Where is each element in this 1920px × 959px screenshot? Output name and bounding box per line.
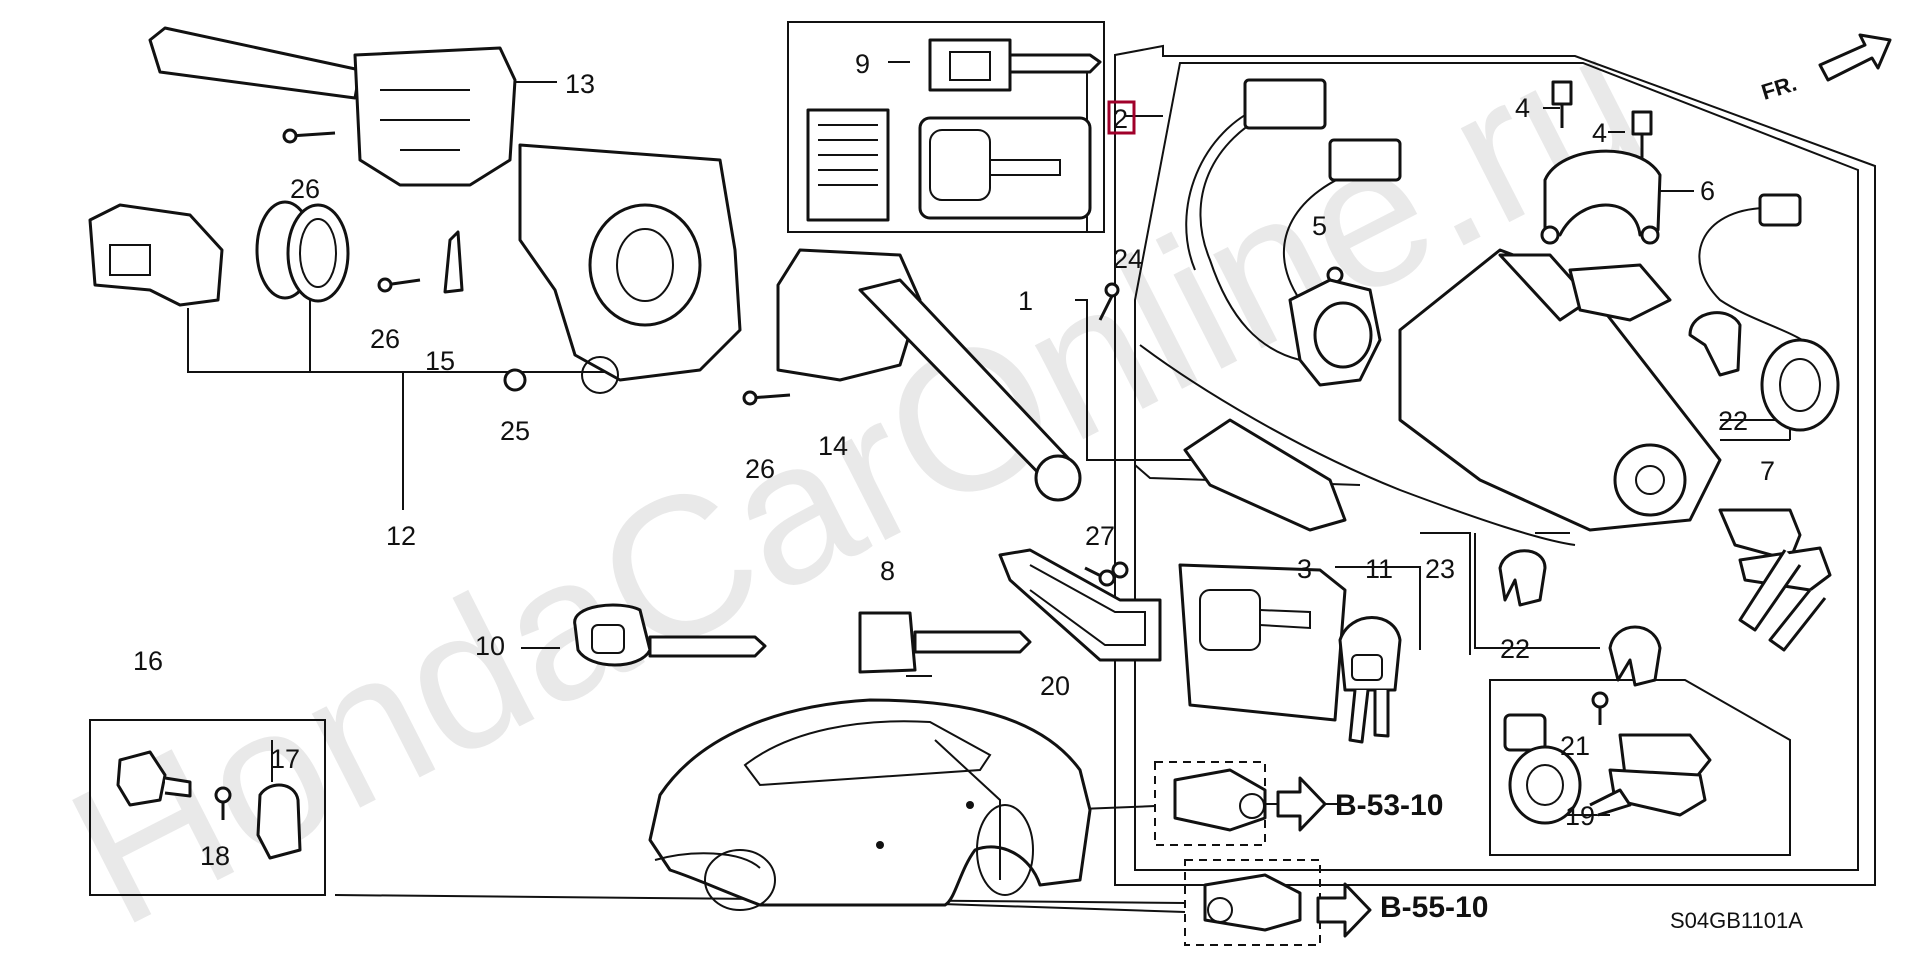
callout-11: 11 xyxy=(1365,554,1393,584)
callout-22b: 22 xyxy=(1500,634,1530,664)
callout-26b: 26 xyxy=(370,324,400,354)
callout-2: 2 xyxy=(1113,104,1128,134)
vehicle-body xyxy=(648,698,1092,911)
callout-3: 3 xyxy=(1297,554,1312,584)
part-14-lever-switch xyxy=(776,248,1082,502)
callout-26c: 26 xyxy=(745,454,775,484)
callout-7: 7 xyxy=(1760,456,1775,486)
callout-26a: 26 xyxy=(290,174,320,204)
part-6-bracket xyxy=(1540,149,1662,245)
reference-arrow-b xyxy=(1316,882,1372,938)
reference-arrow-a xyxy=(1276,776,1327,832)
reference-label-b[interactable]: B-55-10 xyxy=(1380,891,1488,924)
callout-25: 25 xyxy=(500,416,530,446)
door-lock-cylinder-a xyxy=(1173,768,1267,832)
callout-17: 17 xyxy=(270,744,300,774)
callout-24: 24 xyxy=(1113,244,1143,274)
callout-5: 5 xyxy=(1312,211,1327,241)
callout-2-highlight xyxy=(1107,100,1136,135)
callout-27: 27 xyxy=(1085,521,1115,551)
part-20-panel-cover xyxy=(998,548,1162,662)
part-3-cover-strip xyxy=(1183,418,1347,532)
callout-13: 13 xyxy=(565,69,595,99)
callout-15: 15 xyxy=(425,346,455,376)
door-lock-cylinder-b xyxy=(1203,873,1302,932)
sensor-group-box xyxy=(89,719,326,896)
assembly-2-outline xyxy=(1134,62,1859,871)
drawing-code: S04GB1101A xyxy=(1670,908,1803,933)
callout-labels: 1 2 3 4 4 5 6 7 8 9 10 11 12 13 14 15 16… xyxy=(133,49,1775,871)
part-7-immobilizer-antenna xyxy=(1688,193,1840,432)
part-22-23-clamps xyxy=(1498,549,1662,687)
callout-6: 6 xyxy=(1700,176,1715,206)
part-4-bolts xyxy=(1551,80,1653,158)
front-direction-indicator: FR. xyxy=(1758,33,1892,105)
callout-23: 23 xyxy=(1425,554,1455,584)
part-13-combination-switch xyxy=(148,26,517,187)
callout-1: 1 xyxy=(1018,286,1033,316)
assembly-1-outline xyxy=(1114,44,1876,886)
part-10-key xyxy=(573,603,767,667)
callout-19: 19 xyxy=(1565,801,1595,831)
callout-10: 10 xyxy=(475,631,505,661)
callout-16: 16 xyxy=(133,646,163,676)
reference-label-a[interactable]: B-53-10 xyxy=(1335,789,1443,822)
part-12-cable-reel xyxy=(88,143,742,394)
callout-12: 12 xyxy=(386,521,416,551)
callout-8: 8 xyxy=(880,556,895,586)
part-7-keys xyxy=(1718,508,1832,652)
callout-22a: 22 xyxy=(1718,406,1748,436)
callout-20: 20 xyxy=(1040,671,1070,701)
part-11-card-holder xyxy=(1178,563,1402,744)
part-3-ignition-switch xyxy=(1288,248,1722,532)
part-27-screw xyxy=(1084,566,1116,587)
callout-4a: 4 xyxy=(1515,93,1530,123)
callout-14: 14 xyxy=(818,431,848,461)
screws xyxy=(282,128,1344,582)
part-8-key xyxy=(858,611,1032,674)
callout-18: 18 xyxy=(200,841,230,871)
callout-4b: 4 xyxy=(1592,118,1607,148)
key-card-group-box xyxy=(787,21,1105,233)
part-1-wire-harness xyxy=(1139,78,1576,546)
callout-9: 9 xyxy=(855,49,870,79)
key-card-group xyxy=(806,38,1102,222)
front-direction-label: FR. xyxy=(1758,71,1799,105)
callout-21: 21 xyxy=(1560,731,1590,761)
part-16-17-18-sensors xyxy=(116,750,302,860)
part-19-lock-set xyxy=(1503,691,1712,825)
